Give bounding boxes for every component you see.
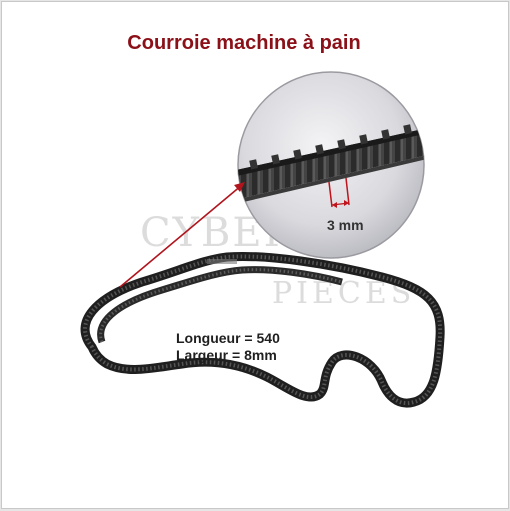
belt-width-label: Largeur = 8mm	[176, 347, 277, 363]
product-title: Courroie machine à pain	[127, 32, 361, 54]
magnifier-lens	[237, 71, 425, 259]
timing-belt	[80, 252, 445, 408]
zoom-pointer-arrow	[119, 182, 245, 288]
belt-length-label: Longueur = 540	[176, 330, 280, 346]
tooth-pitch-label: 3 mm	[327, 217, 364, 233]
pitch-dimension-marker	[328, 177, 350, 208]
